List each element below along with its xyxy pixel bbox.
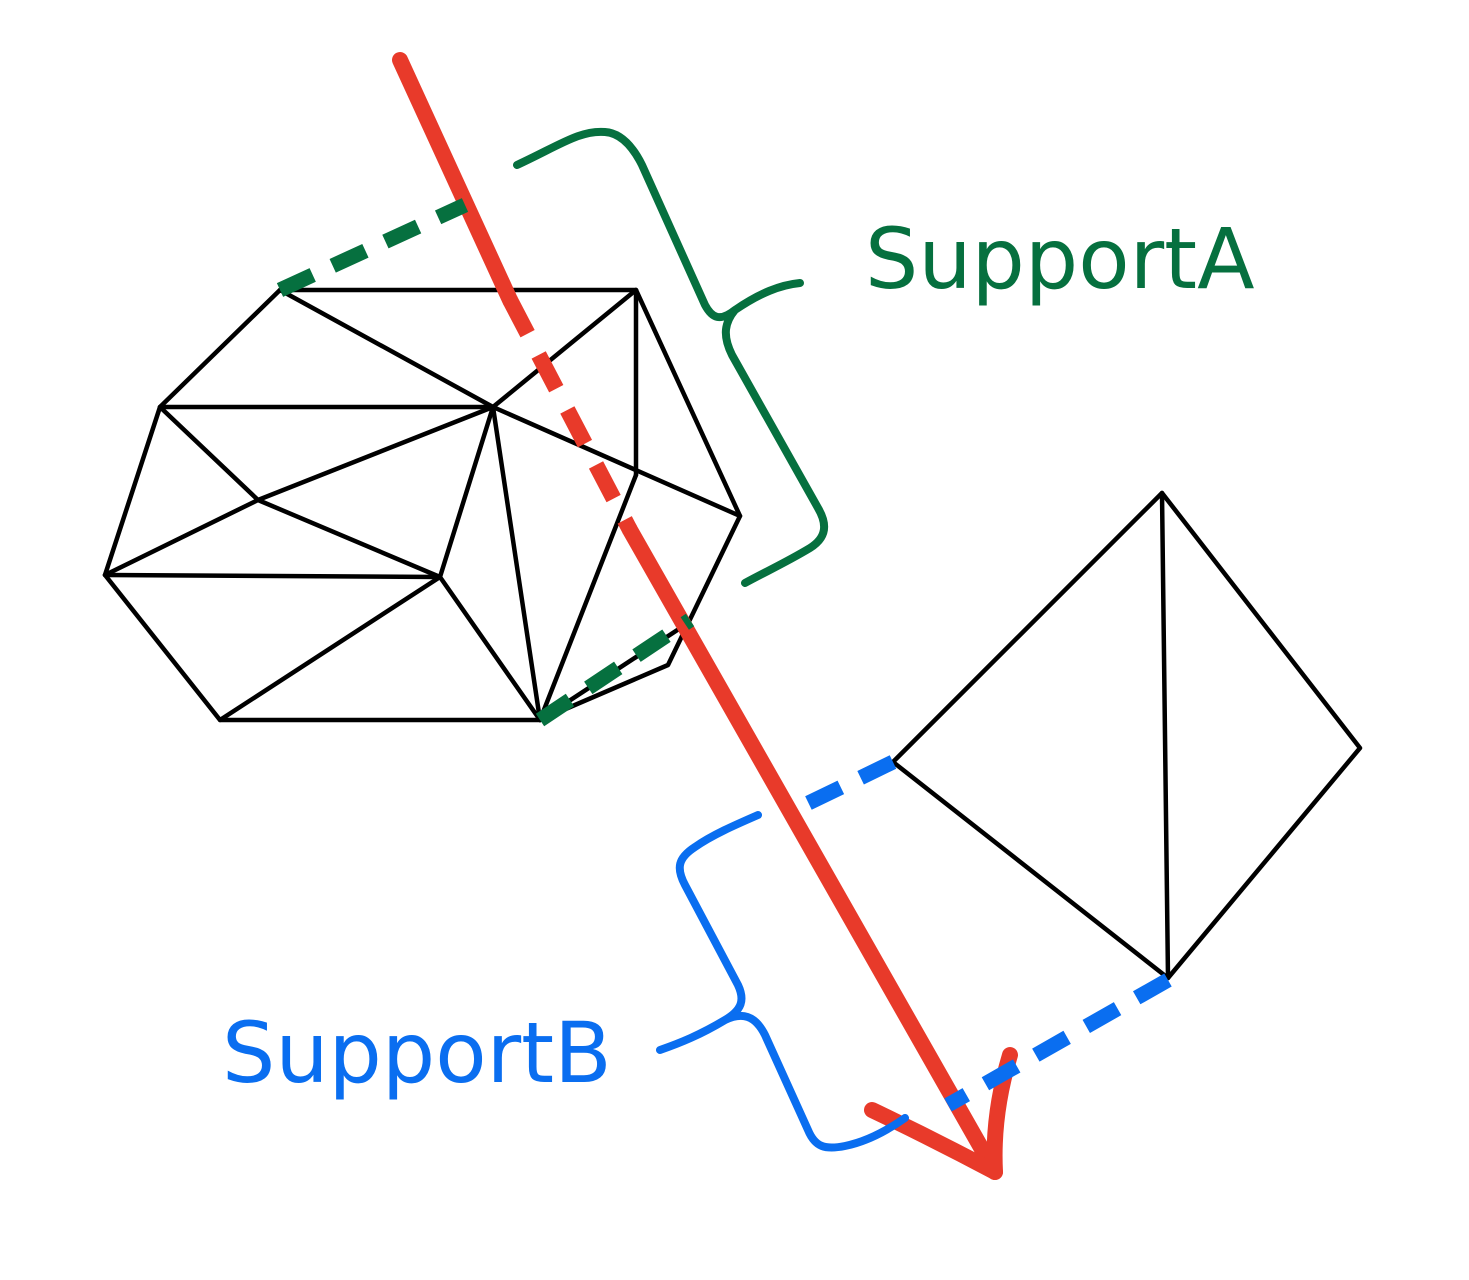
support-a-projection-max: [276, 198, 469, 297]
axis-solid-lower: [622, 522, 1003, 1180]
support-a-label: SupportA: [865, 210, 1255, 308]
support-b-projection-max: [944, 973, 1172, 1112]
support-b-projections: [786, 755, 1172, 1112]
direction-axis: [392, 52, 1018, 1180]
support-b-brace: [656, 811, 909, 1152]
arrowhead: [864, 1047, 1018, 1180]
support-a-projections: [276, 198, 695, 727]
support-a-projection-min: [535, 613, 695, 727]
axis-dashed-inside-shape-a: [502, 296, 638, 534]
support-b-label: SupportB: [222, 1004, 612, 1102]
axis-solid-upper: [392, 52, 518, 308]
shape-b-outline: [890, 490, 1363, 981]
support-a-brace: [513, 127, 829, 587]
support-b-projection-min: [786, 755, 897, 819]
shape-b-mesh: [890, 490, 1363, 981]
